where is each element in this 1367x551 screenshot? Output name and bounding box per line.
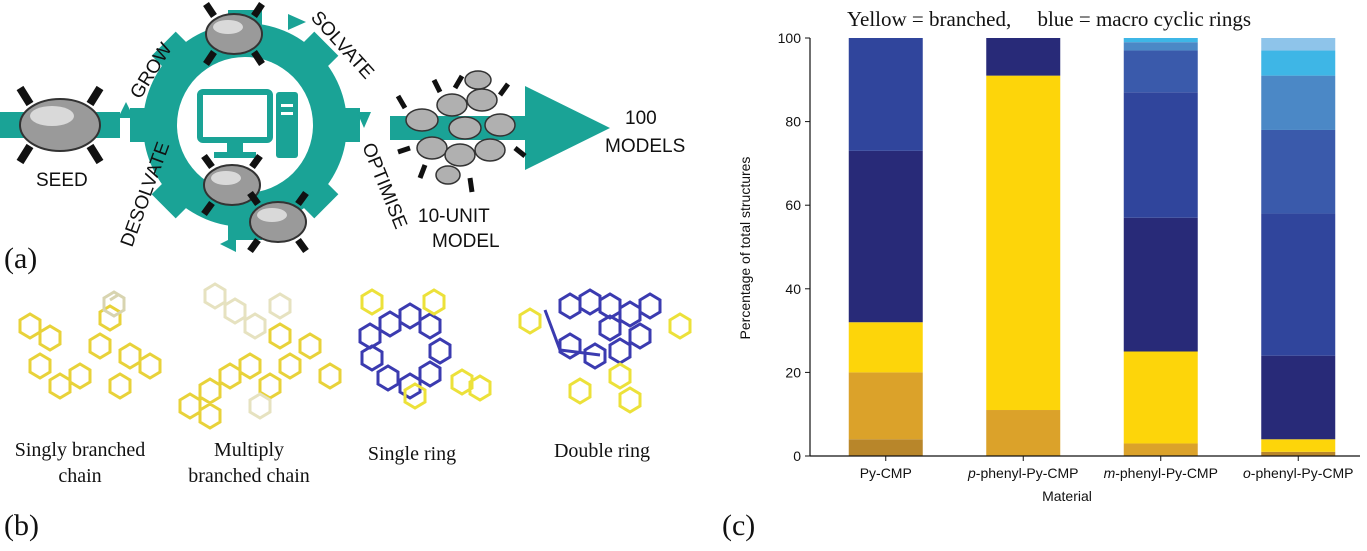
bar-segment-0-2 [848,322,923,373]
bar-segment-3-4 [1261,213,1336,356]
stacked-bar-chart: Yellow = branched, blue = macro cyclic r… [722,7,1360,542]
result-label-line2: MODELS [605,136,685,157]
double-ring-image [518,288,692,414]
bar-segment-1-3 [986,38,1061,76]
bar-segment-3-6 [1261,75,1336,130]
model-label-line1: 10-UNIT [418,206,490,227]
seed-unit-icon [16,85,104,165]
bottom-unit-icon-2 [247,190,309,254]
multiply-branched-chain-image [178,282,342,430]
top-unit-icon [203,2,265,66]
bar-segment-3-7 [1261,50,1336,76]
ten-unit-model-icon [395,70,527,193]
y-tick-label-0: 0 [793,448,801,464]
bar-segment-0-0 [848,439,923,456]
caption-single-ring: Single ring [368,443,456,465]
panel-label-c: (c) [722,509,755,542]
panel-label-a: (a) [4,242,37,275]
bar-segment-3-0 [1261,451,1336,456]
caption-singly-branched-line1: Singly branched [15,439,146,461]
bar-segment-2-2 [1123,351,1198,444]
optimise-label: OPTIMISE [357,140,410,232]
bar-segment-0-1 [848,372,923,440]
bar-segment-2-5 [1123,50,1198,93]
workflow-and-structures-panel: SEED GROW SOLVATE OPTIMISE DESOLVATE 10-… [0,2,692,542]
y-tick-label-1: 20 [785,364,801,380]
bar-segment-3-2 [1261,439,1336,452]
bar-segment-2-3 [1123,217,1198,352]
bar-segment-0-3 [848,150,923,323]
bar-segment-3-5 [1261,129,1336,214]
bar-segment-0-4 [848,38,923,151]
y-tick-label-2: 40 [785,281,801,297]
bars-group [848,38,1336,456]
bar-segment-2-7 [1123,38,1198,43]
bar-segment-2-6 [1123,42,1198,51]
singly-branched-chain-image [18,290,162,400]
cycle-arrows [118,14,371,252]
y-axis-label: Percentage of total structures [737,157,753,340]
caption-singly-branched-line2: chain [58,465,101,487]
x-tick-label-1: p-phenyl-Py-CMP [967,465,1079,481]
result-label-line1: 100 [625,108,657,129]
panel-label-b: (b) [4,509,39,542]
bottom-unit-icon-1 [201,153,263,217]
seed-label: SEED [36,170,88,191]
model-label-line2: MODEL [432,231,500,252]
single-ring-image [358,288,492,410]
bar-segment-3-8 [1261,38,1336,51]
caption-double-ring: Double ring [554,440,650,462]
bar-segment-1-1 [986,410,1061,456]
bar-segment-3-3 [1261,355,1336,440]
chart-title: Yellow = branched, blue = macro cyclic r… [847,7,1251,31]
x-axis-label: Material [1042,488,1092,504]
computer-icon [197,89,298,158]
x-tick-label-2: m-phenyl-Py-CMP [1104,465,1218,481]
y-tick-label-5: 100 [778,30,802,46]
axes-group: Py-CMP p-phenyl-Py-CMP m-phenyl-Py-CMP o-ph… [778,30,1360,481]
y-tick-label-3: 60 [785,197,801,213]
caption-multiply-branched-line1: Multiply [214,439,284,461]
x-tick-label-3: o-phenyl-Py-CMP [1243,465,1354,481]
caption-multiply-branched-line2: branched chain [188,465,310,487]
x-tick-label-0: Py-CMP [860,465,912,481]
bar-segment-1-2 [986,75,1061,411]
bar-segment-2-1 [1123,443,1198,456]
y-tick-label-4: 80 [785,114,801,130]
bar-segment-2-4 [1123,92,1198,218]
